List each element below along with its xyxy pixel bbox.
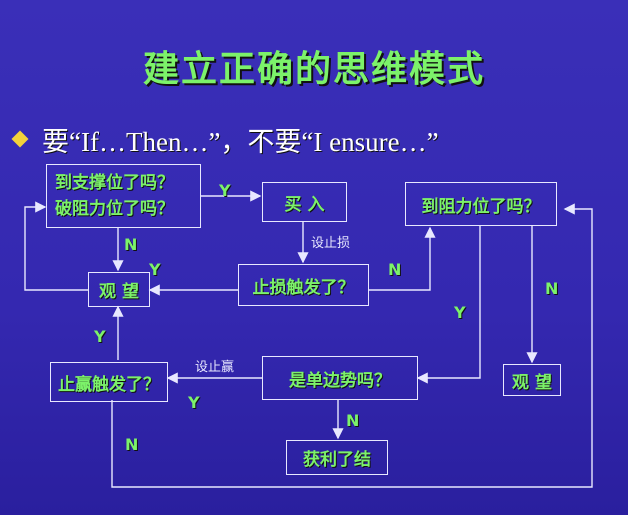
- arrow-watch-loop: [24, 201, 88, 291]
- node-watch-left: 观 望: [88, 272, 150, 307]
- label-y-oneside-to-tp: Y: [188, 393, 200, 412]
- node-take-profit: 获利了结: [286, 440, 388, 475]
- arrow-tp-loop: [111, 203, 593, 488]
- page-title: 建立正确的思维模式: [142, 49, 485, 90]
- node-watch-right: 观 望: [503, 364, 561, 396]
- label-n-res-to-watch: N: [545, 279, 559, 298]
- arrow-stop-to-resistance: [369, 226, 436, 291]
- label-n-down-left: N: [124, 235, 138, 254]
- note-set-takeprofit: 设止赢: [195, 360, 235, 375]
- node-support-line1: 到支撑位了吗？: [55, 173, 174, 193]
- label-y-to-buy: Y: [219, 181, 231, 200]
- bullet-point: 要“If…Then…”，不要“I ensure…”: [11, 121, 439, 157]
- node-resistance-check: 到阻力位了吗？: [405, 182, 557, 226]
- node-one-side-trend: 是单边势吗？: [262, 356, 418, 400]
- node-support-line2: 破阻力位了吗？: [55, 199, 174, 219]
- bullet-text: 要“If…Then…”，不要“I ensure…”: [42, 126, 439, 157]
- node-support-resistance-check: 到支撑位了吗？ 破阻力位了吗？: [46, 164, 201, 228]
- label-y-stop-to-watch: Y: [149, 260, 161, 279]
- label-n-tp-loop: N: [125, 435, 139, 454]
- label-y-res-to-oneside: Y: [454, 303, 466, 322]
- node-stoploss-triggered: 止损触发了？: [238, 264, 369, 306]
- node-buy: 买 入: [262, 182, 347, 222]
- note-set-stoploss: 设止损: [311, 236, 351, 251]
- label-y-tp-to-watch: Y: [94, 327, 106, 346]
- label-n-oneside-to-profit: N: [346, 411, 360, 430]
- arrow-res-to-oneside: [416, 226, 481, 384]
- node-takeprofit-triggered: 止赢触发了？: [50, 362, 168, 402]
- label-n-stop-to-res: N: [388, 260, 402, 279]
